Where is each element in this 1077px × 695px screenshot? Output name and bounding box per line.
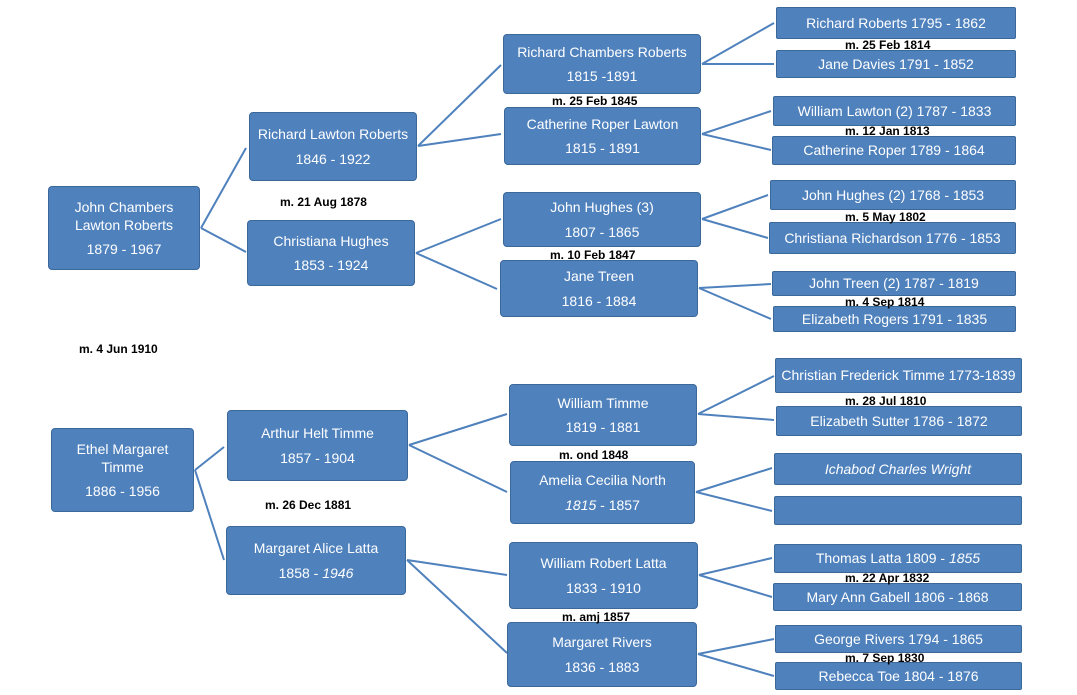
- person-label: Elizabeth Rogers 1791 - 1835: [801, 310, 988, 327]
- person-label: Rebecca Toe 1804 - 1876: [818, 667, 979, 684]
- person-william-robert-latta: William Robert Latta 1833 - 1910: [509, 542, 698, 609]
- person-label: Christian Frederick Timme 1773-1839: [781, 367, 1016, 384]
- person-name: Richard Lawton Roberts: [257, 126, 409, 143]
- person-name: John Hughes (3): [550, 199, 654, 216]
- marriage-treen-rogers: m. 4 Sep 1814: [845, 295, 925, 309]
- person-dates: 1858 - 1946: [279, 564, 354, 582]
- person-dates: 1816 - 1884: [561, 292, 637, 309]
- person-catherine-roper: Catherine Roper 1789 - 1864: [772, 136, 1016, 165]
- person-christian-frederick-timme: Christian Frederick Timme 1773-1839: [775, 358, 1022, 393]
- person-name: Margaret Alice Latta: [253, 540, 379, 557]
- person-label: Jane Davies 1791 - 1852: [818, 55, 974, 72]
- person-dates: 1836 - 1883: [564, 658, 640, 675]
- marriage-hughes-treen: m. 10 Feb 1847: [550, 248, 636, 262]
- marriage-hughes-richardson: m. 5 May 1802: [845, 210, 926, 224]
- person-label-end: 1855: [948, 550, 981, 567]
- person-dates: 1819 - 1881: [565, 419, 641, 435]
- person-name: John Chambers Lawton Roberts: [74, 198, 174, 233]
- person-arthur-helt-timme: Arthur Helt Timme 1857 - 1904: [227, 410, 408, 481]
- marriage-latta-rivers: m. amj 1857: [562, 610, 631, 624]
- person-jane-treen: Jane Treen 1816 - 1884: [500, 260, 698, 317]
- person-margaret-alice-latta: Margaret Alice Latta 1858 - 1946: [226, 526, 406, 595]
- person-richard-roberts: Richard Roberts 1795 - 1862: [776, 7, 1016, 39]
- person-name: Jane Treen: [563, 268, 635, 285]
- person-william-lawton-2: William Lawton (2) 1787 - 1833: [773, 96, 1016, 126]
- marriage-john-ethel: m. 4 Jun 1910: [79, 342, 158, 356]
- person-label: Ichabod Charles Wright: [824, 460, 972, 477]
- marriage-rivers-toe: m. 7 Sep 1830: [845, 651, 925, 665]
- person-label: Christiana Richardson 1776 - 1853: [784, 229, 1001, 246]
- marriage-timme-sutter: m. 28 Jul 1810: [845, 394, 927, 408]
- person-label: George Rivers 1794 - 1865: [814, 630, 983, 647]
- person-william-timme: William Timme 1819 - 1881: [509, 384, 697, 446]
- person-label: Richard Roberts 1795 - 1862: [806, 14, 986, 31]
- person-mary-ann-gabell: Mary Ann Gabell 1806 - 1868: [773, 583, 1022, 611]
- person-label: William Lawton (2) 1787 - 1833: [797, 102, 992, 119]
- person-john-hughes-2: John Hughes (2) 1768 - 1853: [770, 180, 1016, 210]
- person-dates: 1807 - 1865: [564, 223, 640, 240]
- person-amelia-cecilia-north: Amelia Cecilia North 1815 - 1857: [510, 461, 695, 524]
- person-john-treen-2: John Treen (2) 1787 - 1819: [772, 271, 1016, 296]
- marriage-timme-north: m. ond 1848: [559, 448, 629, 462]
- person-name: Margaret Rivers: [552, 634, 652, 651]
- marriage-latta-gabell: m. 22 Apr 1832: [845, 571, 930, 585]
- person-name: Catherine Roper Lawton: [526, 115, 679, 132]
- person-margaret-rivers: Margaret Rivers 1836 - 1883: [507, 622, 697, 687]
- person-catherine-roper-lawton: Catherine Roper Lawton 1815 - 1891: [504, 107, 701, 165]
- person-christiana-richardson: Christiana Richardson 1776 - 1853: [769, 222, 1016, 254]
- marriage-richard-christiana: m. 21 Aug 1878: [280, 195, 367, 209]
- dates-end: - 1857: [596, 496, 640, 513]
- marriage-rc-catherine: m. 25 Feb 1845: [552, 94, 638, 108]
- person-dates: 1886 - 1956: [85, 483, 160, 500]
- person-thomas-latta: Thomas Latta 1809 - 1855: [774, 544, 1022, 573]
- person-dates: 1879 - 1967: [86, 241, 162, 258]
- marriage-arthur-margaret: m. 26 Dec 1881: [265, 498, 352, 512]
- person-label: Thomas Latta 1809 - 1855: [816, 550, 980, 567]
- person-dates: 1815 - 1857: [565, 496, 640, 514]
- marriage-roberts-davies: m. 25 Feb 1814: [845, 38, 931, 52]
- person-label: Mary Ann Gabell 1806 - 1868: [806, 588, 989, 605]
- dates-start: 1815: [565, 496, 597, 513]
- person-dates: 1815 - 1891: [565, 140, 640, 156]
- person-elizabeth-sutter: Elizabeth Sutter 1786 - 1872: [776, 406, 1022, 436]
- person-dates: 1833 - 1910: [566, 579, 641, 596]
- person-christiana-hughes: Christiana Hughes 1853 - 1924: [247, 220, 415, 286]
- person-unknown: [774, 496, 1022, 525]
- person-dates: 1857 - 1904: [280, 449, 355, 466]
- person-name: Arthur Helt Timme: [261, 425, 374, 442]
- person-label: John Hughes (2) 1768 - 1853: [801, 186, 985, 203]
- person-dates: 1846 - 1922: [295, 150, 371, 167]
- person-elizabeth-rogers: Elizabeth Rogers 1791 - 1835: [773, 306, 1016, 332]
- dates-start: 1858 -: [278, 564, 323, 581]
- person-name: William Timme: [557, 394, 649, 411]
- person-richard-chambers-roberts: Richard Chambers Roberts 1815 -1891: [503, 34, 701, 94]
- person-ichabod-charles-wright: Ichabod Charles Wright: [774, 453, 1022, 485]
- person-dates: 1853 - 1924: [293, 257, 369, 273]
- person-label: Elizabeth Sutter 1786 - 1872: [810, 412, 988, 429]
- person-jane-davies: Jane Davies 1791 - 1852: [776, 50, 1016, 78]
- dates-end: 1946: [322, 564, 354, 581]
- person-ethel-margaret-timme: Ethel Margaret Timme 1886 - 1956: [51, 428, 194, 512]
- person-label-start: Thomas Latta 1809 -: [815, 550, 949, 567]
- person-john-hughes-3: John Hughes (3) 1807 - 1865: [503, 192, 701, 247]
- person-john-chambers-lawton-roberts: John Chambers Lawton Roberts 1879 - 1967: [48, 186, 200, 270]
- person-label: Catherine Roper 1789 - 1864: [803, 142, 985, 159]
- person-richard-lawton-roberts: Richard Lawton Roberts 1846 - 1922: [249, 112, 417, 181]
- person-name: Amelia Cecilia North: [539, 472, 666, 489]
- person-dates: 1815 -1891: [566, 68, 638, 84]
- person-name: William Robert Latta: [540, 555, 667, 572]
- person-name: Christiana Hughes: [273, 232, 389, 249]
- person-label: John Treen (2) 1787 - 1819: [809, 275, 979, 292]
- marriage-lawton-roper: m. 12 Jan 1813: [845, 124, 930, 138]
- person-name: Richard Chambers Roberts: [517, 43, 687, 60]
- person-name: Ethel Margaret Timme: [76, 440, 169, 475]
- person-rebecca-toe: Rebecca Toe 1804 - 1876: [775, 662, 1022, 690]
- person-george-rivers: George Rivers 1794 - 1865: [775, 625, 1022, 653]
